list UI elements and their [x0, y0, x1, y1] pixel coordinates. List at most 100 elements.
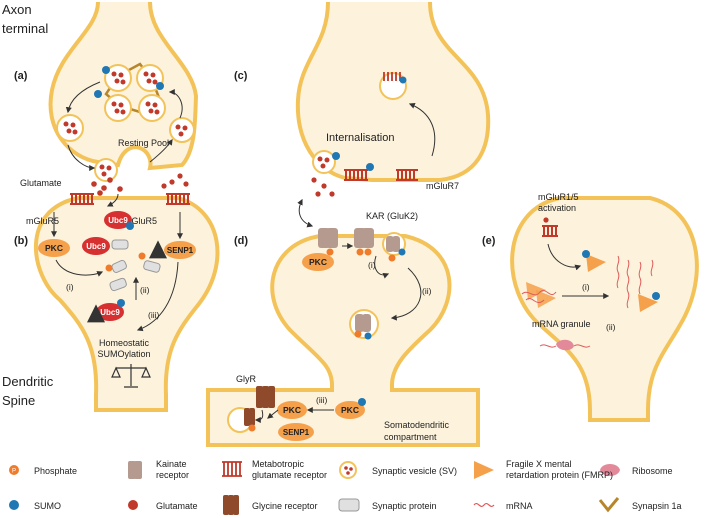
panel-b-step-i: (i) [66, 282, 74, 292]
sumo-on-mglur7 [366, 163, 374, 171]
kar-label: KAR (GluK2) [366, 211, 418, 221]
endocytosed-glyr [227, 407, 256, 433]
panel-d-step-i: (i) [368, 260, 376, 270]
glutamate-above-right-receptor [161, 173, 189, 189]
pkc-d: PKC [302, 253, 334, 271]
fmrp-top [582, 250, 606, 272]
svg-text:Ubc9: Ubc9 [108, 216, 128, 225]
metabotropic-receptor-c2 [396, 169, 418, 181]
panel-b-letter: (b) [14, 235, 28, 247]
panel-b-step-ii: (ii) [140, 285, 150, 295]
legend-label-glutamate: Glutamate [156, 501, 198, 511]
legend-label-metabotropic-2: glutamate receptor [252, 470, 327, 480]
legend-label-synaptic-protein: Synaptic protein [372, 501, 437, 511]
dendritic-spine-d [206, 234, 480, 447]
synaptic-vesicle [56, 114, 84, 142]
panel-c-letter: (c) [234, 70, 248, 82]
endocytic-pit-d [382, 232, 406, 262]
svg-text:PKC: PKC [45, 243, 63, 253]
panel-e-arrow-down [547, 243, 582, 271]
panel-b-arrows [51, 212, 183, 332]
legend-label-vesicle: Synaptic vesicle (SV) [372, 466, 457, 476]
legend-label-metabotropic-1: Metabotropic [252, 459, 305, 469]
synaptic-vesicle-icon [339, 461, 357, 479]
glutamate-icon [128, 500, 138, 510]
senp1-b: SENP1 [164, 241, 196, 259]
glycine-receptor [256, 386, 275, 408]
balance-scale-icon [111, 364, 151, 388]
internalised-kar-vesicle [349, 309, 379, 340]
mglur5-left-label: mGluR5 [26, 216, 59, 226]
mglur5-right-label: mGluR5 [124, 216, 157, 226]
synaptic-vesicle [138, 94, 166, 122]
somatodendritic-label-2: compartment [384, 432, 437, 442]
pkc-b: PKC [38, 239, 70, 257]
pkc-d-left: PKC [277, 401, 307, 419]
released-glutamate-a [91, 177, 123, 196]
panel-d-step-iii: (iii) [316, 395, 327, 405]
synaptic-proteins-b [109, 239, 161, 292]
metabotropic-receptor-c1 [344, 169, 368, 181]
axon-terminal-label-line2: terminal [2, 21, 48, 36]
pkc-d-right: PKC [335, 398, 366, 419]
metabotropic-receptor [166, 193, 190, 205]
legend-label-glycine: Glycine receptor [252, 501, 318, 511]
vesicle-c [312, 150, 340, 174]
mrna-icon [473, 502, 495, 508]
legend-label-sumo: SUMO [34, 501, 61, 511]
membranes [33, 1, 699, 447]
phosphate-b [105, 252, 146, 272]
dendritic-spine-e [510, 196, 699, 422]
resting-pool-label: Resting Pool [118, 138, 169, 148]
sumo-icon [9, 500, 19, 510]
svg-text:P: P [12, 469, 16, 475]
fmrp-bottom [638, 292, 660, 312]
ubc9-top: Ubc9 [104, 211, 134, 230]
internalised-vesicle [379, 72, 407, 100]
svg-text:Ubc9: Ubc9 [100, 308, 120, 317]
legend-label-fmrp-1: Fragile X mental [506, 459, 572, 469]
panel-e-letter: (e) [482, 235, 496, 247]
glutamate-double-arrow [297, 198, 314, 228]
synaptic-protein-icon [338, 498, 360, 512]
legend-label-kainate-1: Kainate [156, 459, 187, 469]
panel-d-arrow-i [374, 255, 390, 279]
synaptic-vesicle [169, 117, 195, 143]
phosphate-icon: P [9, 465, 19, 475]
mglur7-label: mGluR7 [426, 181, 459, 191]
svg-text:PKC: PKC [309, 257, 327, 267]
legend-label-mrna: mRNA [506, 501, 533, 511]
metabotropic-receptor-e [542, 225, 558, 237]
kainate-receptor [318, 228, 338, 256]
legend-label-fmrp-2: retardation protein (FMRP) [506, 470, 613, 480]
panel-b-step-iii: (iii) [148, 310, 159, 320]
dendritic-spine-label-line2: Spine [2, 393, 35, 408]
svg-text:SENP1: SENP1 [283, 428, 310, 437]
panel-a-arrows [65, 81, 183, 171]
fmrp-icon [474, 461, 494, 479]
legend: P Phosphate Kainate receptor Metab [9, 459, 682, 515]
pkc-to-glyr-arrow [267, 409, 279, 419]
svg-text:Ubc9: Ubc9 [86, 242, 106, 251]
mrna-strands [616, 255, 654, 309]
fusing-vesicle [94, 158, 118, 182]
mrna-granule-label: mRNA granule [532, 319, 591, 329]
glutamate-label: Glutamate [20, 178, 62, 188]
ribosome-e [539, 339, 591, 351]
activation-label-2: activation [538, 203, 576, 213]
legend-label-kainate-2: receptor [156, 470, 189, 480]
released-glutamate-c [311, 177, 335, 197]
glyr-label: GlyR [236, 374, 257, 384]
senp1-d: SENP1 [278, 423, 314, 441]
ubc9-mid: Ubc9 [82, 237, 110, 255]
legend-label-ribosome: Ribosome [632, 466, 673, 476]
glutamate-e [543, 217, 549, 223]
svg-text:PKC: PKC [283, 405, 301, 415]
glyr-endocytosis-arrow [254, 409, 264, 423]
sumoylation-label: SUMOylation [97, 349, 150, 359]
panel-e-step-ii: (ii) [606, 322, 616, 332]
ribosome-icon [600, 464, 620, 476]
panel-d-arrow-ii [390, 267, 422, 321]
